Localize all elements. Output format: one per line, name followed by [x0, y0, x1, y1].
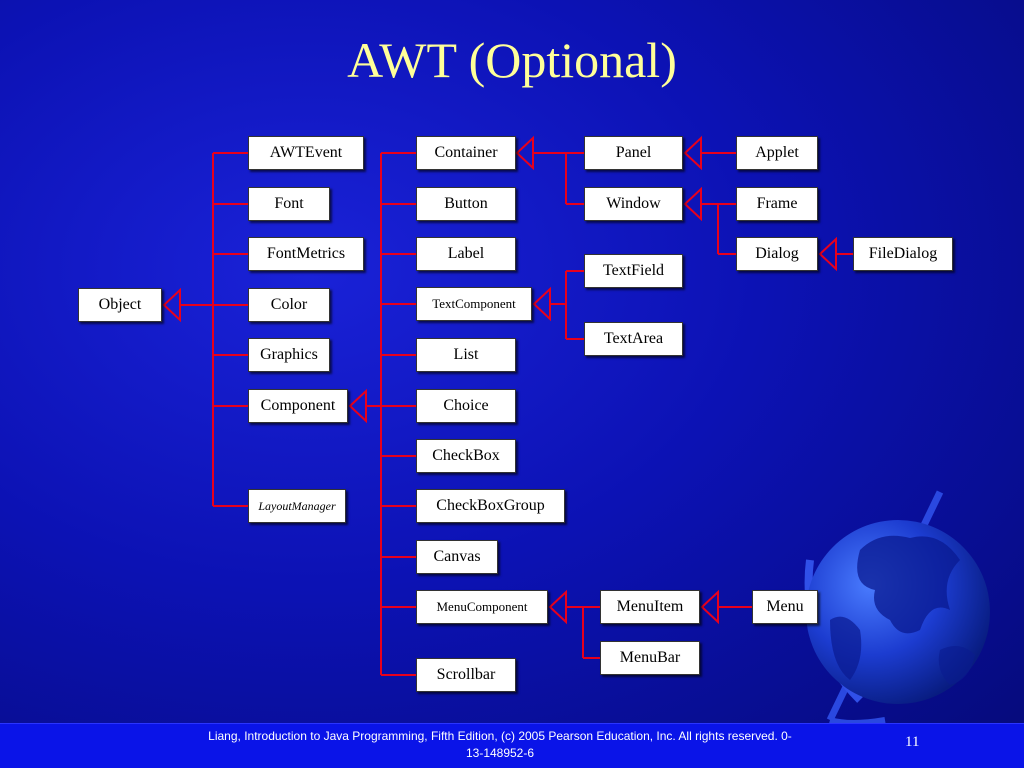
class-box-textarea[interactable]: TextArea [584, 322, 683, 356]
class-box-frame[interactable]: Frame [736, 187, 818, 221]
class-box-canvas[interactable]: Canvas [416, 540, 498, 574]
class-box-scrollbar[interactable]: Scrollbar [416, 658, 516, 692]
class-box-fontmetrics[interactable]: FontMetrics [248, 237, 364, 271]
class-box-dialog[interactable]: Dialog [736, 237, 818, 271]
class-box-graphics[interactable]: Graphics [248, 338, 330, 372]
class-box-filedialog[interactable]: FileDialog [853, 237, 953, 271]
class-box-textcomponent[interactable]: TextComponent [416, 287, 532, 321]
class-box-window[interactable]: Window [584, 187, 683, 221]
slide-footer: Liang, Introduction to Java Programming,… [0, 723, 1024, 768]
class-box-checkboxgroup[interactable]: CheckBoxGroup [416, 489, 565, 523]
class-box-applet[interactable]: Applet [736, 136, 818, 170]
class-box-button[interactable]: Button [416, 187, 516, 221]
class-box-panel[interactable]: Panel [584, 136, 683, 170]
slide-title: AWT (Optional) [347, 32, 677, 88]
class-box-color[interactable]: Color [248, 288, 330, 322]
class-box-list[interactable]: List [416, 338, 516, 372]
class-box-layoutmanager[interactable]: LayoutManager [248, 489, 346, 523]
class-box-menubar[interactable]: MenuBar [600, 641, 700, 675]
class-box-menucomponent[interactable]: MenuComponent [416, 590, 548, 624]
page-number: 11 [905, 734, 920, 750]
class-box-object[interactable]: Object [78, 288, 162, 322]
class-box-container[interactable]: Container [416, 136, 516, 170]
globe-icon [804, 490, 990, 726]
class-box-checkbox[interactable]: CheckBox [416, 439, 516, 473]
class-box-font[interactable]: Font [248, 187, 330, 221]
class-box-choice[interactable]: Choice [416, 389, 516, 423]
class-box-textfield[interactable]: TextField [584, 254, 683, 288]
class-box-menuitem[interactable]: MenuItem [600, 590, 700, 624]
class-box-component[interactable]: Component [248, 389, 348, 423]
class-box-awtevent[interactable]: AWTEvent [248, 136, 364, 170]
class-box-menu[interactable]: Menu [752, 590, 818, 624]
class-box-label[interactable]: Label [416, 237, 516, 271]
copyright-text: Liang, Introduction to Java Programming,… [208, 729, 792, 760]
